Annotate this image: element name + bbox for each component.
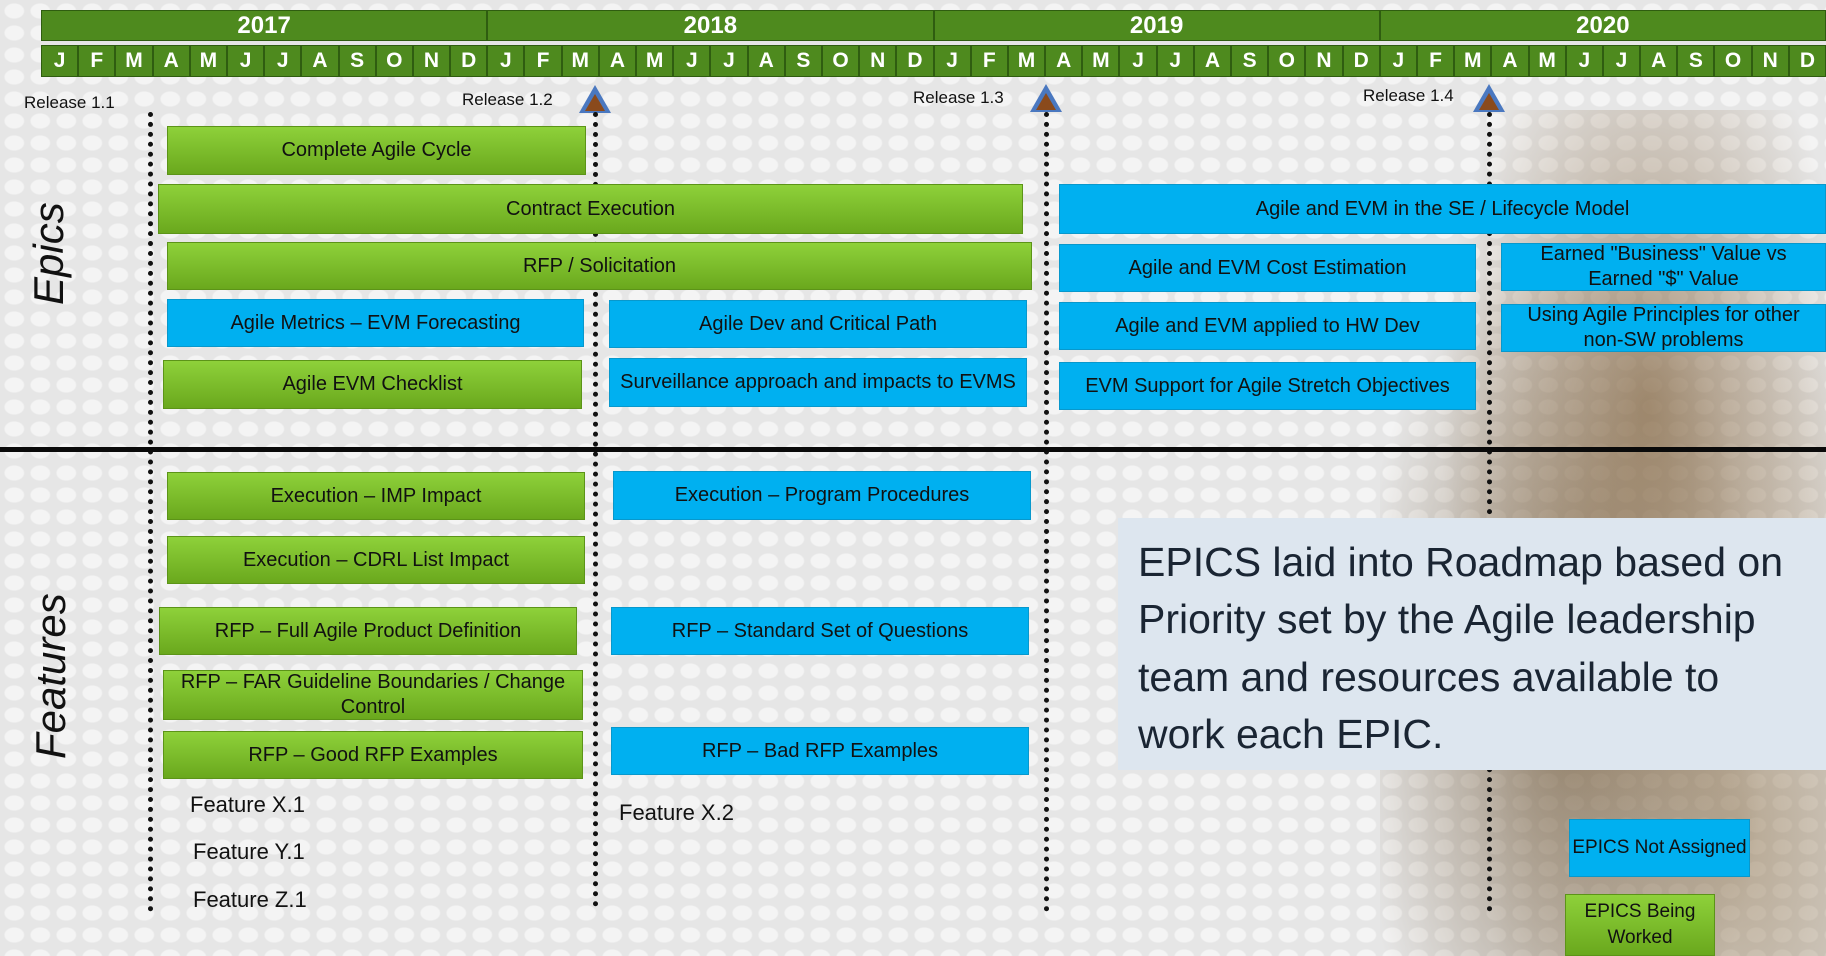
month-cell: S bbox=[1677, 45, 1715, 77]
month-cell: S bbox=[338, 45, 376, 77]
feature-execution-cdrl-list: Execution – CDRL List Impact bbox=[167, 536, 585, 584]
release-1-2-marker-icon bbox=[579, 85, 611, 113]
month-cell: N bbox=[1751, 45, 1789, 77]
release-1-3-marker-icon bbox=[1030, 84, 1062, 112]
month-cell: J bbox=[1602, 45, 1641, 77]
month-cell: A bbox=[747, 45, 785, 77]
month-cell: M bbox=[115, 45, 153, 77]
year-2018: 2018 bbox=[487, 10, 934, 41]
epic-agile-evm-hw-dev: Agile and EVM applied to HW Dev bbox=[1059, 302, 1476, 350]
month-cell: M bbox=[561, 45, 599, 77]
month-cell: O bbox=[1268, 45, 1306, 77]
feature-rfp-far-guideline: RFP – FAR Guideline Boundaries / Change … bbox=[163, 670, 583, 720]
feature-x1: Feature X.1 bbox=[190, 792, 305, 817]
epic-agile-evm-cost-estimation: Agile and EVM Cost Estimation bbox=[1059, 244, 1476, 292]
epic-agile-principles-non-sw: Using Agile Principles for other non-SW … bbox=[1501, 304, 1826, 352]
epic-contract-execution: Contract Execution bbox=[158, 184, 1023, 234]
month-cell: F bbox=[1416, 45, 1455, 77]
year-header: 2017 2018 2019 2020 bbox=[41, 10, 1826, 41]
month-cell: O bbox=[375, 45, 413, 77]
month-cell: M bbox=[1454, 45, 1492, 77]
month-cell: D bbox=[1788, 45, 1826, 77]
epic-agile-dev-critical-path: Agile Dev and Critical Path bbox=[609, 300, 1027, 348]
feature-rfp-full-agile-definition: RFP – Full Agile Product Definition bbox=[159, 607, 577, 655]
release-1-1-line bbox=[148, 112, 153, 912]
legend-not-assigned: EPICS Not Assigned bbox=[1569, 819, 1750, 877]
month-cell: N bbox=[412, 45, 451, 77]
month-cell: D bbox=[450, 45, 488, 77]
feature-z1: Feature Z.1 bbox=[193, 887, 307, 912]
month-cell: J bbox=[710, 45, 748, 77]
epic-surveillance-approach: Surveillance approach and impacts to EVM… bbox=[609, 358, 1027, 407]
month-cell: N bbox=[1305, 45, 1343, 77]
section-divider bbox=[0, 447, 1826, 452]
month-cell: S bbox=[1231, 45, 1269, 77]
month-cell: A bbox=[598, 45, 636, 77]
release-1-4-line bbox=[1487, 112, 1492, 912]
epics-section-label: Epics bbox=[25, 202, 72, 305]
month-cell: D bbox=[896, 45, 934, 77]
release-1-1: Release 1.1 bbox=[24, 93, 115, 112]
features-section-label: Features bbox=[27, 593, 74, 759]
year-2017: 2017 bbox=[41, 10, 488, 41]
month-cell: D bbox=[1342, 45, 1380, 77]
feature-x2: Feature X.2 bbox=[619, 800, 734, 825]
month-cell: A bbox=[301, 45, 339, 77]
month-cell: J bbox=[1379, 45, 1417, 77]
month-cell: A bbox=[1640, 45, 1678, 77]
epic-earned-business-value: Earned "Business" Value vs Earned "$" Va… bbox=[1501, 243, 1826, 291]
year-2020: 2020 bbox=[1379, 10, 1826, 41]
release-1-2-line bbox=[593, 112, 598, 907]
month-cell: N bbox=[859, 45, 897, 77]
epic-agile-metrics-evm-forecasting: Agile Metrics – EVM Forecasting bbox=[167, 299, 584, 347]
month-cell: J bbox=[933, 45, 971, 77]
epic-evm-support-stretch: EVM Support for Agile Stretch Objectives bbox=[1059, 362, 1476, 410]
month-cell: F bbox=[524, 45, 562, 77]
month-cell: A bbox=[1193, 45, 1231, 77]
month-cell: M bbox=[1082, 45, 1120, 77]
month-cell: J bbox=[1119, 45, 1157, 77]
feature-y1: Feature Y.1 bbox=[193, 839, 305, 864]
epic-complete-agile-cycle: Complete Agile Cycle bbox=[167, 126, 586, 175]
month-cell: A bbox=[1491, 45, 1529, 77]
legend-being-worked: EPICS Being Worked bbox=[1565, 894, 1715, 956]
month-cell: A bbox=[152, 45, 190, 77]
month-cell: J bbox=[264, 45, 302, 77]
release-1-3: Release 1.3 bbox=[913, 88, 1004, 107]
month-cell: J bbox=[226, 45, 265, 77]
feature-execution-imp-impact: Execution – IMP Impact bbox=[167, 472, 585, 520]
month-cell: S bbox=[784, 45, 822, 77]
epic-agile-evm-checklist: Agile EVM Checklist bbox=[163, 360, 582, 409]
month-cell: J bbox=[673, 45, 711, 77]
month-cell: M bbox=[636, 45, 674, 77]
month-cell: M bbox=[1007, 45, 1046, 77]
month-cell: J bbox=[41, 45, 79, 77]
month-cell: M bbox=[189, 45, 227, 77]
year-2019: 2019 bbox=[933, 10, 1380, 41]
feature-rfp-bad-examples: RFP – Bad RFP Examples bbox=[611, 727, 1029, 775]
month-cell: J bbox=[487, 45, 525, 77]
month-cell: F bbox=[78, 45, 116, 77]
release-1-4: Release 1.4 bbox=[1363, 86, 1454, 105]
month-cell: M bbox=[1528, 45, 1566, 77]
feature-rfp-good-examples: RFP – Good RFP Examples bbox=[163, 731, 583, 779]
release-1-3-line bbox=[1044, 112, 1049, 912]
epic-agile-evm-se-lifecycle: Agile and EVM in the SE / Lifecycle Mode… bbox=[1059, 184, 1826, 234]
month-cell: A bbox=[1045, 45, 1083, 77]
month-cell: O bbox=[1714, 45, 1752, 77]
month-cell: O bbox=[821, 45, 860, 77]
release-1-2: Release 1.2 bbox=[462, 90, 553, 109]
release-1-4-marker-icon bbox=[1473, 84, 1505, 112]
epic-rfp-solicitation: RFP / Solicitation bbox=[167, 242, 1032, 290]
month-cell: F bbox=[970, 45, 1008, 77]
month-cell: J bbox=[1565, 45, 1603, 77]
roadmap-callout: EPICS laid into Roadmap based on Priorit… bbox=[1118, 518, 1826, 770]
feature-rfp-standard-questions: RFP – Standard Set of Questions bbox=[611, 607, 1029, 655]
month-cell: J bbox=[1156, 45, 1194, 77]
feature-execution-program-procedures: Execution – Program Procedures bbox=[613, 471, 1031, 520]
